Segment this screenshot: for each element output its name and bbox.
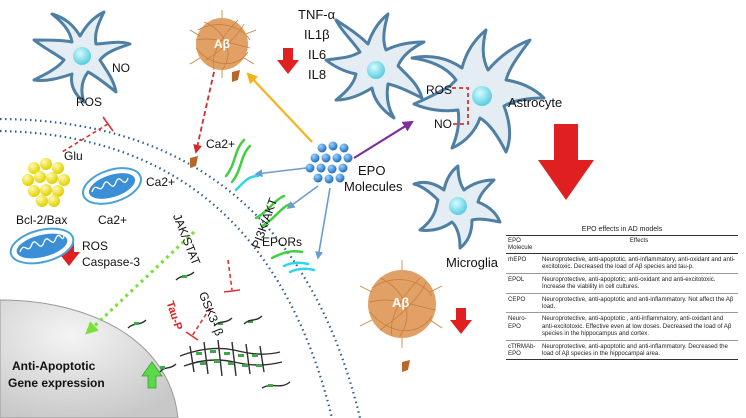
- glutamate-cluster-icon: [22, 158, 70, 207]
- table-row: cTfRMAb-EPO Neuroprotective, anti-apopto…: [506, 340, 738, 361]
- row-effects: Neuroprotective, anti-apoptotic and anti…: [540, 293, 738, 314]
- ca-left-label: Ca2+: [146, 175, 176, 189]
- arrow-abeta-to-membrane: [193, 71, 215, 154]
- epo-molecules-icon: [305, 141, 353, 184]
- amyloid-plaque-top-icon: [189, 10, 257, 78]
- neuron-nucleus-icon: [73, 47, 91, 65]
- down-arrow-caspase-icon: [58, 238, 80, 266]
- arrow-epo-to-receptor-low: [315, 187, 331, 260]
- effects-table-grid: EPO Molecule Effects rhEPO Neuroprotecti…: [506, 235, 738, 361]
- abeta-bottom-label: Aβ: [392, 295, 410, 310]
- microglia-nucleus-icon: [449, 197, 467, 215]
- gene-line1-label: Anti-Apoptotic: [12, 359, 96, 373]
- no-neuron-label: NO: [112, 61, 130, 75]
- amyloid-plaque-bottom-icon: [359, 260, 443, 348]
- ros-astrocyte-label: ROS: [426, 83, 453, 97]
- epors-label: EPORs: [262, 235, 303, 249]
- header-molecule: EPO Molecule: [506, 235, 540, 254]
- arrow-epo-to-abeta: [246, 72, 313, 143]
- caspase-label: Caspase-3: [82, 255, 141, 269]
- tnf-label: TNF-α: [298, 7, 336, 22]
- no-astrocyte-label: NO: [434, 117, 452, 131]
- mitochondria-right-icon: [82, 167, 142, 205]
- ca-membrane-label: Ca2+: [206, 137, 236, 151]
- inhibit-glu-line: [61, 116, 114, 153]
- epo-line2-label: Molecules: [344, 179, 403, 194]
- table-header-row: EPO Molecule Effects: [506, 235, 738, 254]
- astrocyte-label: Astrocyte: [508, 95, 563, 110]
- epo-line1-label: EPO: [358, 163, 386, 178]
- table-row: EPOL Neuroprotective, anti-apoptotic, an…: [506, 273, 738, 294]
- header-effects: Effects: [540, 235, 738, 254]
- il6-label: IL6: [308, 47, 327, 62]
- tau-fragment-beads-icon: [182, 275, 187, 278]
- arrow-epo-to-astrocyte: [353, 120, 414, 159]
- inhibit-gsk-line: [185, 307, 211, 341]
- row-molecule: EPOL: [506, 273, 540, 294]
- arrow-epo-to-receptor-top: [254, 167, 307, 178]
- ros-neuron-label: ROS: [76, 95, 103, 109]
- astrocyte-nucleus-icon: [472, 86, 492, 106]
- amyloid-membrane-icon: [190, 156, 198, 168]
- microglia-label: Microglia: [446, 255, 499, 270]
- epo-effects-table: EPO effects in AD models EPO Molecule Ef…: [506, 226, 738, 361]
- ca-mito-label: Ca2+: [98, 213, 128, 227]
- up-arrow-gene-icon: [141, 361, 163, 389]
- row-molecule: CEPO: [506, 293, 540, 314]
- amyloid-monomer-top-icon: [232, 70, 240, 82]
- astrocyte-small-nucleus-icon: [367, 61, 385, 79]
- row-effects: Neuroprotective, anti-apoptotic, anti-ox…: [540, 273, 738, 294]
- down-arrow-cytokines-icon: [277, 48, 299, 74]
- row-molecule: Neuro-EPO: [506, 312, 540, 341]
- row-effects: Neuroprotective, anti-apoptotic and anti…: [540, 340, 738, 361]
- abeta-top-label: Aβ: [214, 37, 230, 51]
- mitochondria-left-icon: [9, 227, 75, 265]
- amyloid-monomer-bottom-icon: [402, 360, 410, 372]
- row-effects: Neuroprotective, anti-apoptotic , anti-i…: [540, 312, 738, 341]
- bcl2-label: Bcl-2/Bax: [16, 213, 68, 227]
- tau-beads-icon: [134, 320, 273, 387]
- row-molecule: cTfRMAb-EPO: [506, 340, 540, 361]
- il1b-label: IL1β: [304, 27, 330, 42]
- table-row: CEPO Neuroprotective, anti-apoptotic and…: [506, 293, 738, 314]
- nucleus-shape: [0, 299, 179, 418]
- cell-membrane: [0, 117, 362, 418]
- gene-line2-label: Gene expression: [8, 376, 105, 390]
- ros-cell-label: ROS: [82, 239, 109, 253]
- arrow-jakstat-to-gene: [85, 230, 196, 335]
- glu-label: Glu: [64, 149, 83, 163]
- down-arrow-astrocyte-icon: [538, 124, 594, 200]
- il8-label: IL8: [308, 67, 327, 82]
- down-arrow-amyloid-icon: [450, 308, 472, 334]
- row-molecule: rhEPO: [506, 253, 540, 274]
- arrow-epo-to-receptor-mid: [286, 185, 319, 209]
- table-caption: EPO effects in AD models: [581, 226, 663, 233]
- inhibit-pi3k-line: [223, 259, 241, 293]
- table-row: rhEPO Neuroprotective, anti-apoptotic, a…: [506, 253, 738, 274]
- inhibit-ros-no-bracket: [452, 87, 469, 125]
- row-effects: Neuroprotective, anti-apoptotic, anti-in…: [540, 253, 738, 274]
- table-row: Neuro-EPO Neuroprotective, anti-apoptoti…: [506, 312, 738, 341]
